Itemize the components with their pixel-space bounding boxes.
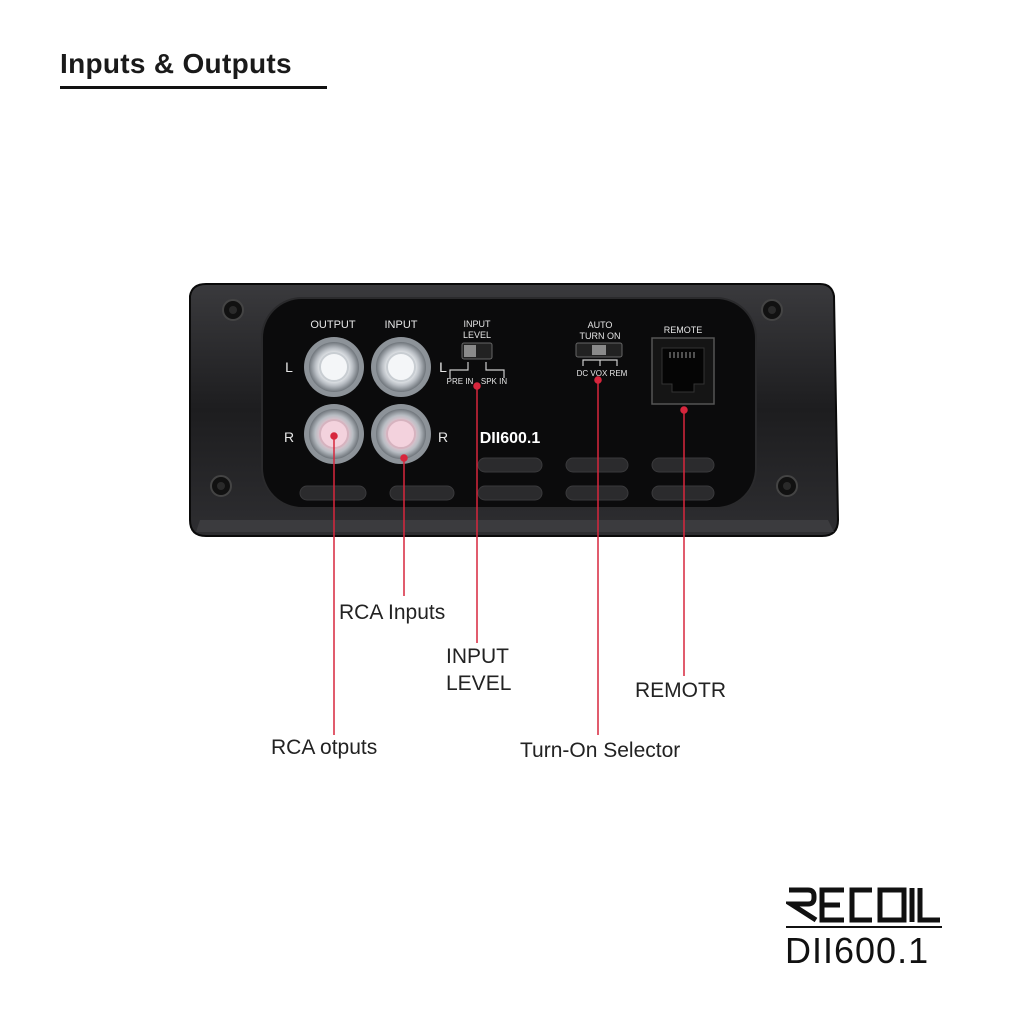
input-level-label: LEVEL bbox=[463, 330, 491, 340]
chassis-lip bbox=[196, 520, 834, 532]
screw-icon bbox=[761, 299, 783, 321]
input-level-switch-knob bbox=[464, 345, 476, 357]
rca-inputs-callout: RCA Inputs bbox=[339, 601, 446, 624]
page-title: Inputs & Outputs bbox=[60, 48, 292, 79]
remote-callout: REMOTR bbox=[635, 679, 726, 702]
title-underline bbox=[60, 86, 327, 89]
turn-on-bracket bbox=[582, 359, 618, 366]
input-level-bracket bbox=[449, 362, 505, 378]
pre-in-label: PRE IN bbox=[447, 377, 474, 386]
right-channel-label: R bbox=[438, 429, 448, 445]
rca-input-left-jack bbox=[371, 337, 431, 397]
dc-vox-rem-label: DC VOX REM bbox=[577, 369, 628, 378]
callout-pointers bbox=[330, 376, 688, 735]
input-level-label: INPUT bbox=[464, 319, 492, 329]
input-label: INPUT bbox=[385, 319, 418, 331]
vent-slots bbox=[299, 457, 715, 501]
input-level-callout-line: LEVEL bbox=[446, 672, 512, 695]
remote-port-socket bbox=[661, 347, 705, 393]
rca-input-right-jack bbox=[371, 404, 431, 464]
auto-turn-on-label: AUTO bbox=[588, 320, 613, 330]
left-channel-label: L bbox=[439, 359, 447, 375]
spk-in-label: SPK IN bbox=[481, 377, 507, 386]
auto-turn-on-label: TURN ON bbox=[580, 331, 621, 341]
turn-on-selector-callout: Turn-On Selector bbox=[520, 739, 681, 762]
screw-icon bbox=[222, 299, 244, 321]
input-level-callout-line: INPUT bbox=[446, 645, 509, 668]
output-label: OUTPUT bbox=[310, 319, 356, 331]
remote-port-pins bbox=[669, 352, 695, 358]
brand-model: DII600.1 bbox=[785, 930, 930, 971]
screw-icon bbox=[776, 475, 798, 497]
input-level-callout: INPUT LEVEL bbox=[446, 643, 511, 697]
screw-icon bbox=[210, 475, 232, 497]
turn-on-switch-knob bbox=[592, 345, 606, 355]
panel-model-label: DII600.1 bbox=[480, 430, 541, 447]
rca-outputs-callout: RCA otputs bbox=[271, 736, 378, 759]
brand-rule bbox=[786, 926, 942, 928]
recoil-logo bbox=[786, 887, 940, 923]
rca-output-left-jack bbox=[304, 337, 364, 397]
remote-port-label: REMOTE bbox=[664, 325, 703, 335]
left-channel-label: L bbox=[285, 359, 293, 375]
right-channel-label: R bbox=[284, 429, 294, 445]
